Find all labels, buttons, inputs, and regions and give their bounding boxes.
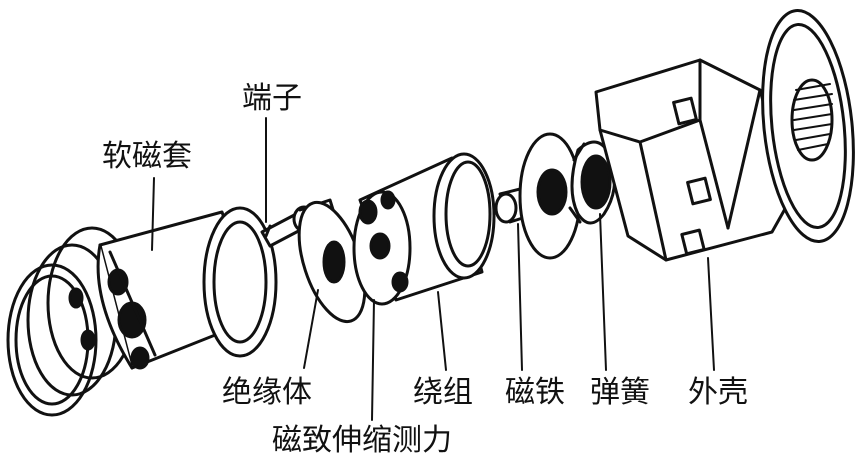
soft-magnetic-sleeve [6, 206, 278, 417]
magnet [494, 132, 582, 260]
winding-coil [352, 152, 496, 306]
leader-lines [151, 117, 715, 421]
label-winding: 绕组 [413, 375, 473, 410]
label-soft-magnetic-sleeve: 软磁套 [102, 139, 192, 174]
housing [594, 9, 855, 262]
label-terminal: 端子 [242, 81, 302, 116]
label-housing: 外壳 [688, 375, 748, 410]
label-magnet: 磁铁 [505, 375, 565, 410]
label-insulator: 绝缘体 [222, 375, 312, 410]
label-magnetostrictive-measuring-force: 磁致伸缩测力 [272, 423, 452, 458]
label-spring: 弹簧 [590, 375, 650, 410]
